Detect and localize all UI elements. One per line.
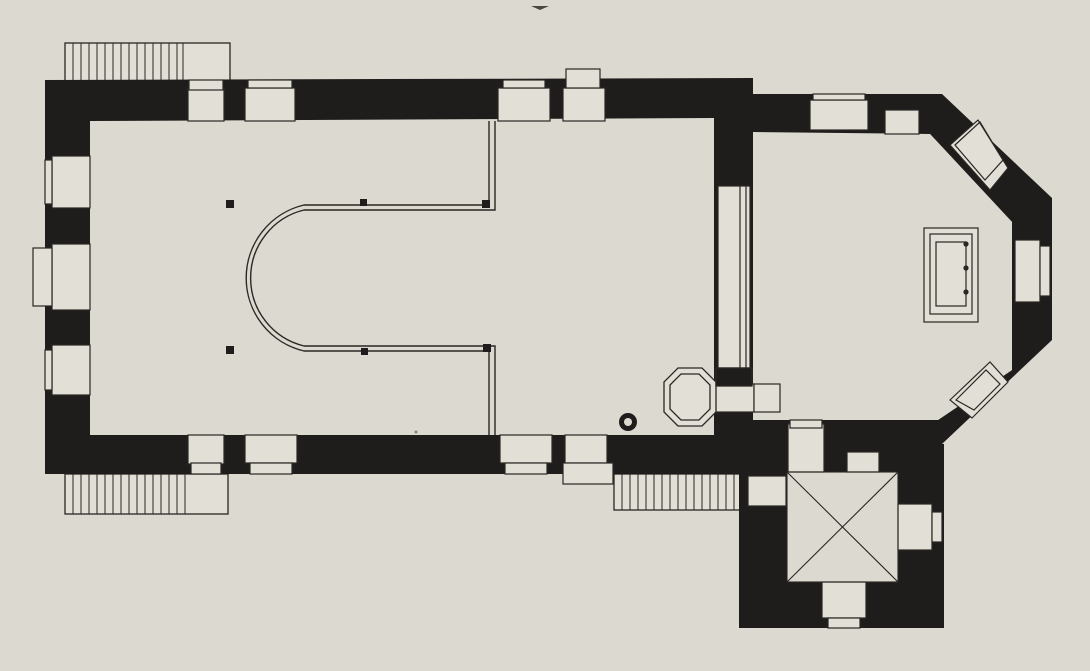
altar bbox=[923, 227, 979, 323]
interior-floors bbox=[90, 121, 1012, 582]
choir-floor bbox=[753, 132, 1012, 420]
stairs-northwest bbox=[64, 42, 231, 82]
pulpit bbox=[663, 367, 753, 427]
top-mark bbox=[531, 6, 549, 10]
column-markers bbox=[226, 199, 491, 355]
pew-enclosure bbox=[245, 121, 496, 435]
chancel-screen bbox=[717, 185, 751, 369]
floor-mark bbox=[414, 430, 418, 434]
wall-openings bbox=[32, 68, 1051, 629]
stairs-south-center bbox=[613, 473, 747, 511]
nave-floor bbox=[90, 121, 714, 435]
tower-vault bbox=[786, 471, 899, 583]
baptismal-font bbox=[619, 413, 637, 431]
stairs-southwest bbox=[64, 473, 229, 515]
